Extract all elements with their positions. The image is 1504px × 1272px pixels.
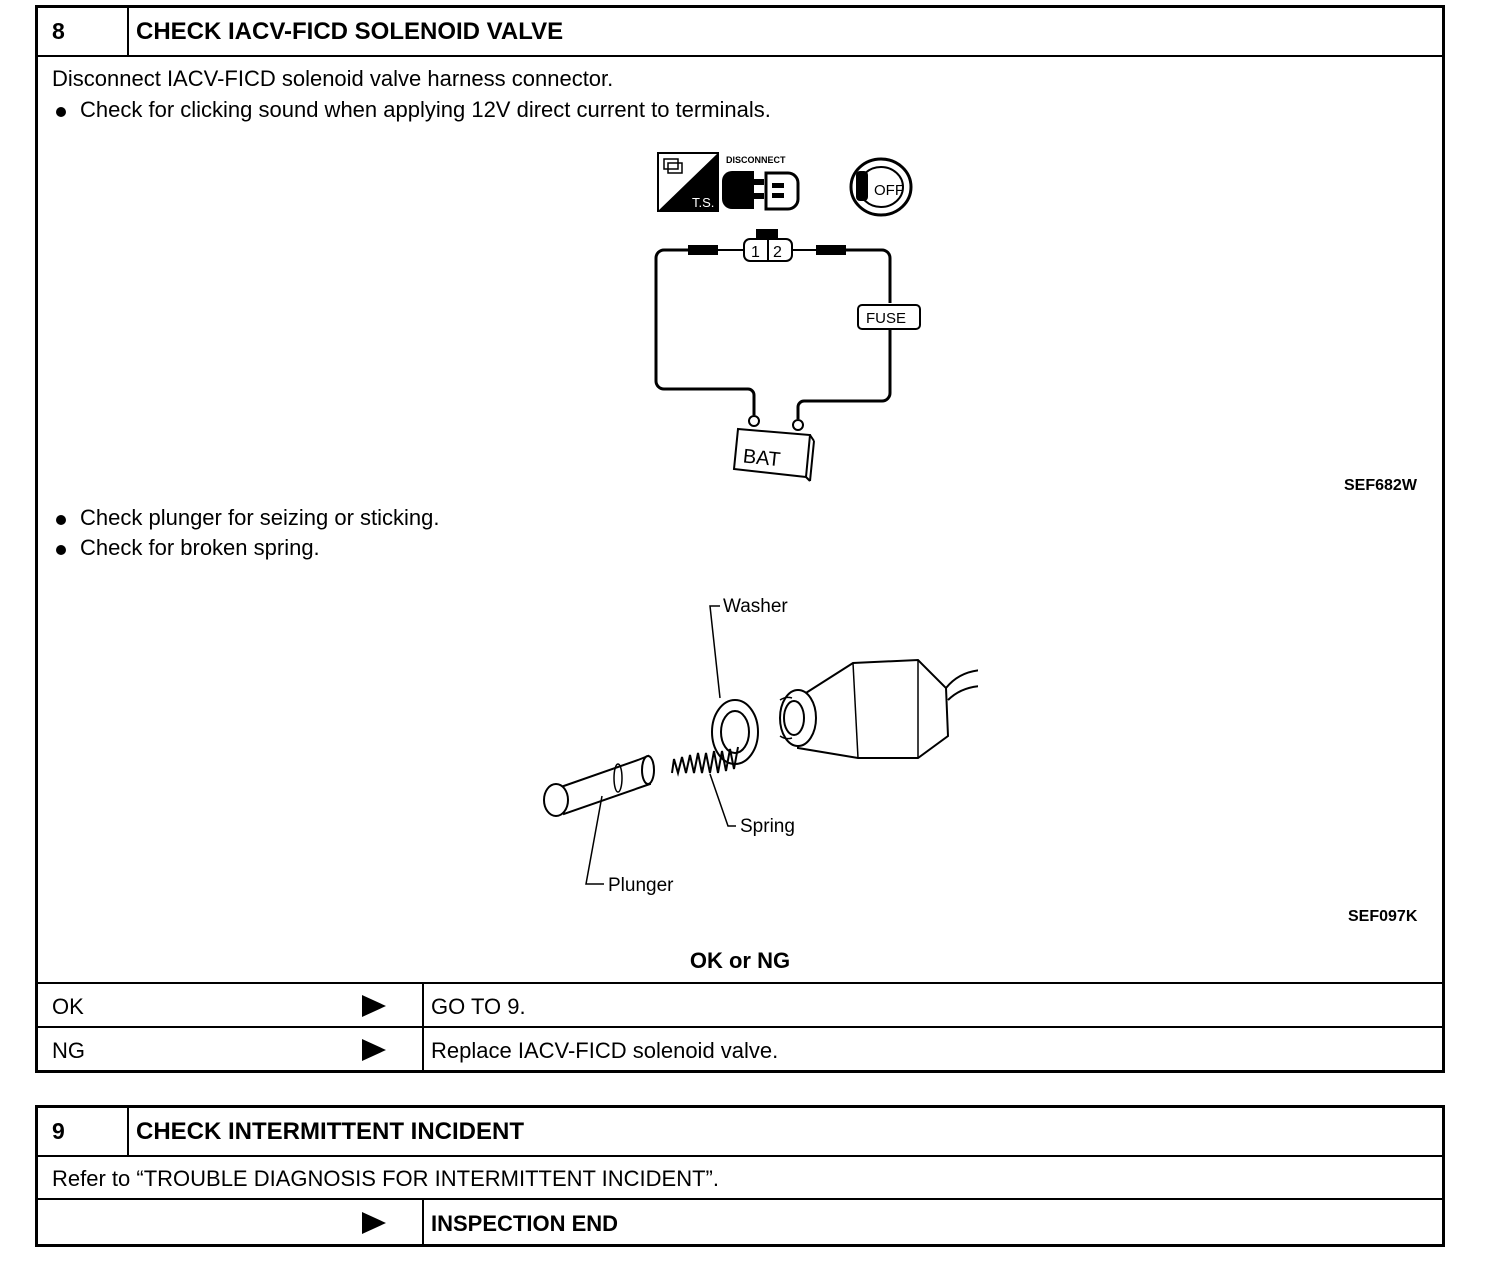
bullet-dot	[56, 545, 66, 555]
result-action: Replace IACV-FICD solenoid valve.	[431, 1038, 779, 1063]
result-row-ng: NG Replace IACV-FICD solenoid valve.	[38, 1026, 1442, 1072]
terminal-2-label: 2	[773, 244, 782, 261]
step-number: 9	[38, 1108, 129, 1155]
arrow-right-icon	[362, 1039, 386, 1061]
figure-ref-code: SEF682W	[1344, 477, 1417, 494]
step-title: CHECK IACV-FICD SOLENOID VALVE	[136, 18, 564, 45]
terminal-1-label: 1	[751, 244, 760, 261]
step-instruction: Refer to “TROUBLE DIAGNOSIS FOR INTERMIT…	[52, 1166, 719, 1191]
battery-label: BAT	[742, 445, 782, 471]
result-action: GO TO 9.	[431, 994, 526, 1019]
bullet-dot	[56, 107, 66, 117]
ts-label: T.S.	[692, 195, 714, 210]
plunger-label: Plunger	[608, 875, 674, 896]
arrow-right-icon	[362, 1212, 386, 1234]
result-heading: OK or NG	[689, 948, 791, 973]
result-label: OK	[52, 994, 84, 1019]
step-number: 8	[38, 8, 129, 55]
step-9-box: 9 CHECK INTERMITTENT INCIDENT Refer to “…	[35, 1105, 1445, 1247]
step-title: CHECK INTERMITTENT INCIDENT	[136, 1118, 524, 1145]
solenoid-valve-icon	[779, 658, 978, 759]
result-action: INSPECTION END	[431, 1211, 619, 1236]
ignition-off-icon: OFF	[849, 157, 913, 217]
disconnect-icon: DISCONNECT	[722, 155, 800, 211]
tool-ts-icon: T.S.	[657, 152, 719, 212]
fuse-label: FUSE	[866, 310, 906, 327]
result-label: NG	[52, 1038, 85, 1063]
off-label: OFF	[874, 182, 904, 199]
result-row-ok: OK GO TO 9.	[38, 982, 1442, 1027]
figure-ref-code: SEF097K	[1348, 908, 1418, 925]
plunger-icon	[543, 754, 655, 817]
bullet-text: Check for clicking sound when applying 1…	[80, 97, 771, 122]
arrow-right-icon	[362, 995, 386, 1017]
circuit-diagram: T.S. DISCONNECT OFF 1 2	[654, 152, 921, 482]
step-8-header: 8 CHECK IACV-FICD SOLENOID VALVE	[38, 8, 1442, 57]
result-row-end: INSPECTION END	[38, 1198, 1442, 1246]
battery-icon: BAT	[732, 415, 815, 482]
bullet-dot	[56, 515, 66, 525]
solenoid-exploded-diagram: Washer Spring Plunger	[543, 596, 978, 896]
bullet-text: Check for broken spring.	[80, 535, 320, 560]
spring-icon	[671, 746, 739, 777]
washer-label: Washer	[723, 596, 788, 617]
disconnect-label: DISCONNECT	[726, 155, 786, 165]
bullet-text: Check plunger for seizing or sticking.	[80, 505, 440, 530]
step-instruction: Disconnect IACV-FICD solenoid valve harn…	[52, 66, 614, 91]
spring-label: Spring	[740, 816, 795, 837]
step-8-box: 8 CHECK IACV-FICD SOLENOID VALVE Disconn…	[35, 5, 1445, 1073]
step-9-header: 9 CHECK INTERMITTENT INCIDENT	[38, 1108, 1442, 1157]
